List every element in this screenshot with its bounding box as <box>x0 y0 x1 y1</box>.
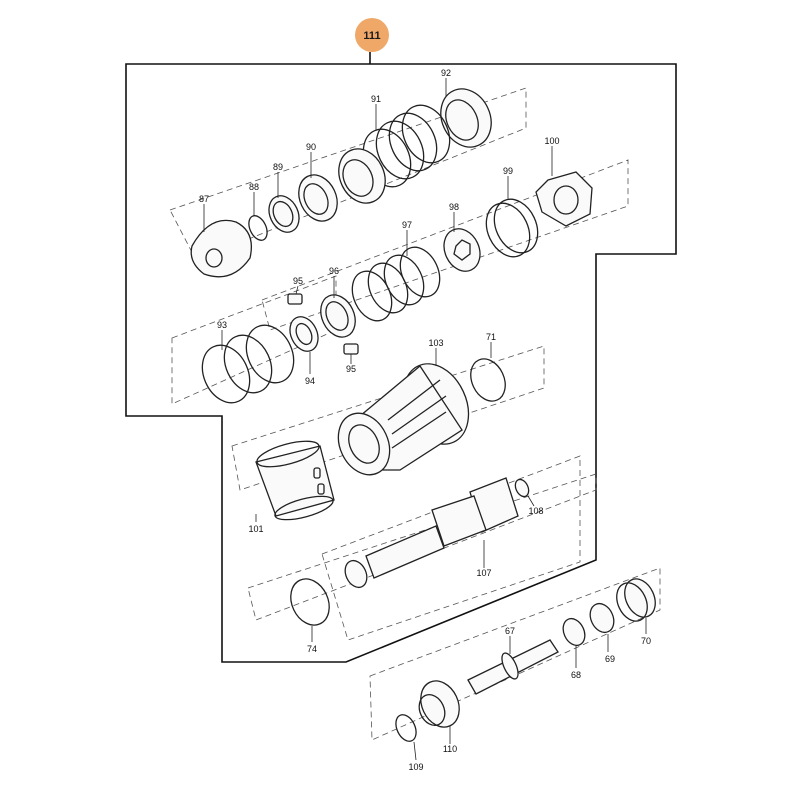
part-69-ring <box>589 602 615 634</box>
label-74: 74 <box>307 644 317 654</box>
leader-109 <box>413 741 417 761</box>
part-74-o-ring <box>290 578 330 626</box>
group-envelope-top <box>169 87 527 261</box>
part-70-bushing <box>616 578 656 622</box>
label-71: 71 <box>486 332 496 342</box>
part-87-cap <box>190 219 253 278</box>
label-93: 93 <box>217 320 227 330</box>
part-68-ring <box>562 617 586 647</box>
leader-108 <box>527 495 535 507</box>
label-95-lower: 95 <box>346 364 356 374</box>
label-90: 90 <box>306 142 316 152</box>
label-95-upper: 95 <box>293 276 303 286</box>
part-94-washer <box>289 316 319 352</box>
part-108-washer <box>514 478 530 498</box>
label-91: 91 <box>371 94 381 104</box>
label-103: 103 <box>428 338 443 348</box>
part-109-o-ring <box>395 714 417 742</box>
part-93-spring-rings <box>201 324 295 404</box>
label-108: 108 <box>528 506 543 516</box>
label-96: 96 <box>329 266 339 276</box>
part-88-circlip <box>248 215 268 241</box>
part-91-sleeve <box>338 104 451 204</box>
label-88: 88 <box>249 182 259 192</box>
group-envelope-striker <box>369 567 661 741</box>
part-103-cage <box>337 363 470 476</box>
part-101-sleeve <box>255 440 335 521</box>
part-98-hex-washer <box>443 228 481 272</box>
part-97-spring <box>351 246 441 322</box>
part-92-seal <box>440 88 492 148</box>
label-98: 98 <box>449 202 459 212</box>
group-envelope-rings <box>171 275 337 405</box>
part-89-washer <box>268 195 300 233</box>
part-99-spring <box>485 198 539 258</box>
part-100-nut <box>535 171 593 227</box>
group-envelope-cage <box>231 345 545 491</box>
part-95-key-upper <box>287 293 303 305</box>
label-109: 109 <box>408 762 423 772</box>
assembly-badge-text: 111 <box>363 30 380 42</box>
label-69: 69 <box>605 654 615 664</box>
assembly-frame <box>125 52 677 663</box>
part-107-spindle <box>344 477 519 589</box>
label-89: 89 <box>273 162 283 172</box>
part-110-bushing <box>418 680 460 728</box>
group-envelope-right <box>261 159 629 331</box>
assembly-badge <box>355 18 389 52</box>
label-101: 101 <box>248 524 263 534</box>
label-99: 99 <box>503 166 513 176</box>
part-96-ring <box>320 294 356 338</box>
part-71-o-ring <box>470 358 506 402</box>
part-67-striker <box>467 639 559 695</box>
leader-95a <box>295 285 299 295</box>
label-110: 110 <box>443 744 457 754</box>
label-70: 70 <box>641 636 651 646</box>
label-68: 68 <box>571 670 581 680</box>
label-100: 100 <box>544 136 559 146</box>
label-97: 97 <box>402 220 412 230</box>
part-95-key-lower <box>343 343 359 355</box>
label-67: 67 <box>505 626 515 636</box>
label-87: 87 <box>199 194 209 204</box>
label-94: 94 <box>305 376 315 386</box>
label-92: 92 <box>441 68 451 78</box>
part-90-ring <box>298 174 338 222</box>
label-107: 107 <box>476 568 491 578</box>
